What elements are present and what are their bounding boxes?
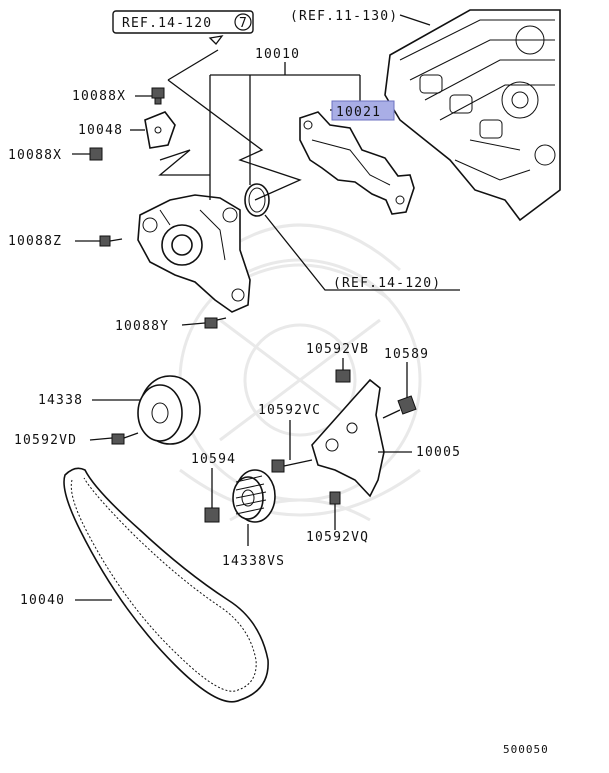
- ref-14-120-top-circle-label: 7: [239, 16, 248, 31]
- callout-10088X-a[interactable]: 10088X: [72, 89, 126, 104]
- tensioner-bracket-10005: [311, 378, 385, 498]
- callout-10592VB[interactable]: 10592VB: [306, 342, 369, 357]
- bracket-hole: [154, 126, 162, 134]
- bolt-10088X-b: [89, 147, 103, 161]
- tensioner-pulley-14338VS: [232, 469, 276, 523]
- ref-14-120-top[interactable]: REF.14-120 7: [112, 10, 254, 34]
- bracket-10048: [144, 111, 176, 149]
- bolt-10592VB: [335, 369, 351, 383]
- bolt-10592VD: [111, 432, 139, 445]
- water-pump-10010: [137, 194, 251, 313]
- bolt-10592VQ: [329, 491, 341, 505]
- bolt-10088X-a: [151, 87, 165, 105]
- bolt-10592VC: [271, 459, 313, 473]
- ref-11-130-label[interactable]: (REF.11-130): [290, 9, 398, 24]
- idler-pulley-14338: [137, 375, 201, 445]
- callout-10021-highlight[interactable]: [331, 100, 395, 121]
- callout-10592VC[interactable]: 10592VC: [258, 403, 321, 418]
- ref-14-120-top-label: REF.14-120: [122, 16, 212, 31]
- callout-10048[interactable]: 10048: [78, 123, 123, 138]
- callout-10592VQ[interactable]: 10592VQ: [306, 530, 369, 545]
- callout-10088Z[interactable]: 10088Z: [8, 234, 62, 249]
- callout-labels: (REF.11-130) 10010 10021 10088X 10048 10…: [8, 9, 549, 756]
- diagram-id: 500050: [503, 743, 549, 756]
- callout-10594[interactable]: 10594: [191, 452, 236, 467]
- callout-10010[interactable]: 10010: [255, 47, 300, 62]
- bolt-10088Z: [99, 235, 123, 247]
- callout-10021[interactable]: 10021: [336, 105, 381, 120]
- o-ring-inner: [248, 187, 266, 213]
- watermark-logo: [178, 223, 422, 522]
- bolt-10589: [382, 395, 417, 419]
- engine-block-illustration: [384, 9, 561, 222]
- callout-10088X-b[interactable]: 10088X: [8, 148, 62, 163]
- ref-14-120-mid-label[interactable]: (REF.14-120): [333, 276, 441, 291]
- callout-10589[interactable]: 10589: [384, 347, 429, 362]
- gasket-10021: [299, 111, 415, 215]
- drive-belt-10040: [63, 467, 269, 703]
- callout-10005[interactable]: 10005: [416, 445, 461, 460]
- callout-10040[interactable]: 10040: [20, 593, 65, 608]
- callout-10088Y[interactable]: 10088Y: [115, 319, 169, 334]
- callout-14338[interactable]: 14338: [38, 393, 83, 408]
- nut-10594: [204, 507, 220, 523]
- callout-14338VS[interactable]: 14338VS: [222, 554, 285, 569]
- callout-10592VD[interactable]: 10592VD: [14, 433, 77, 448]
